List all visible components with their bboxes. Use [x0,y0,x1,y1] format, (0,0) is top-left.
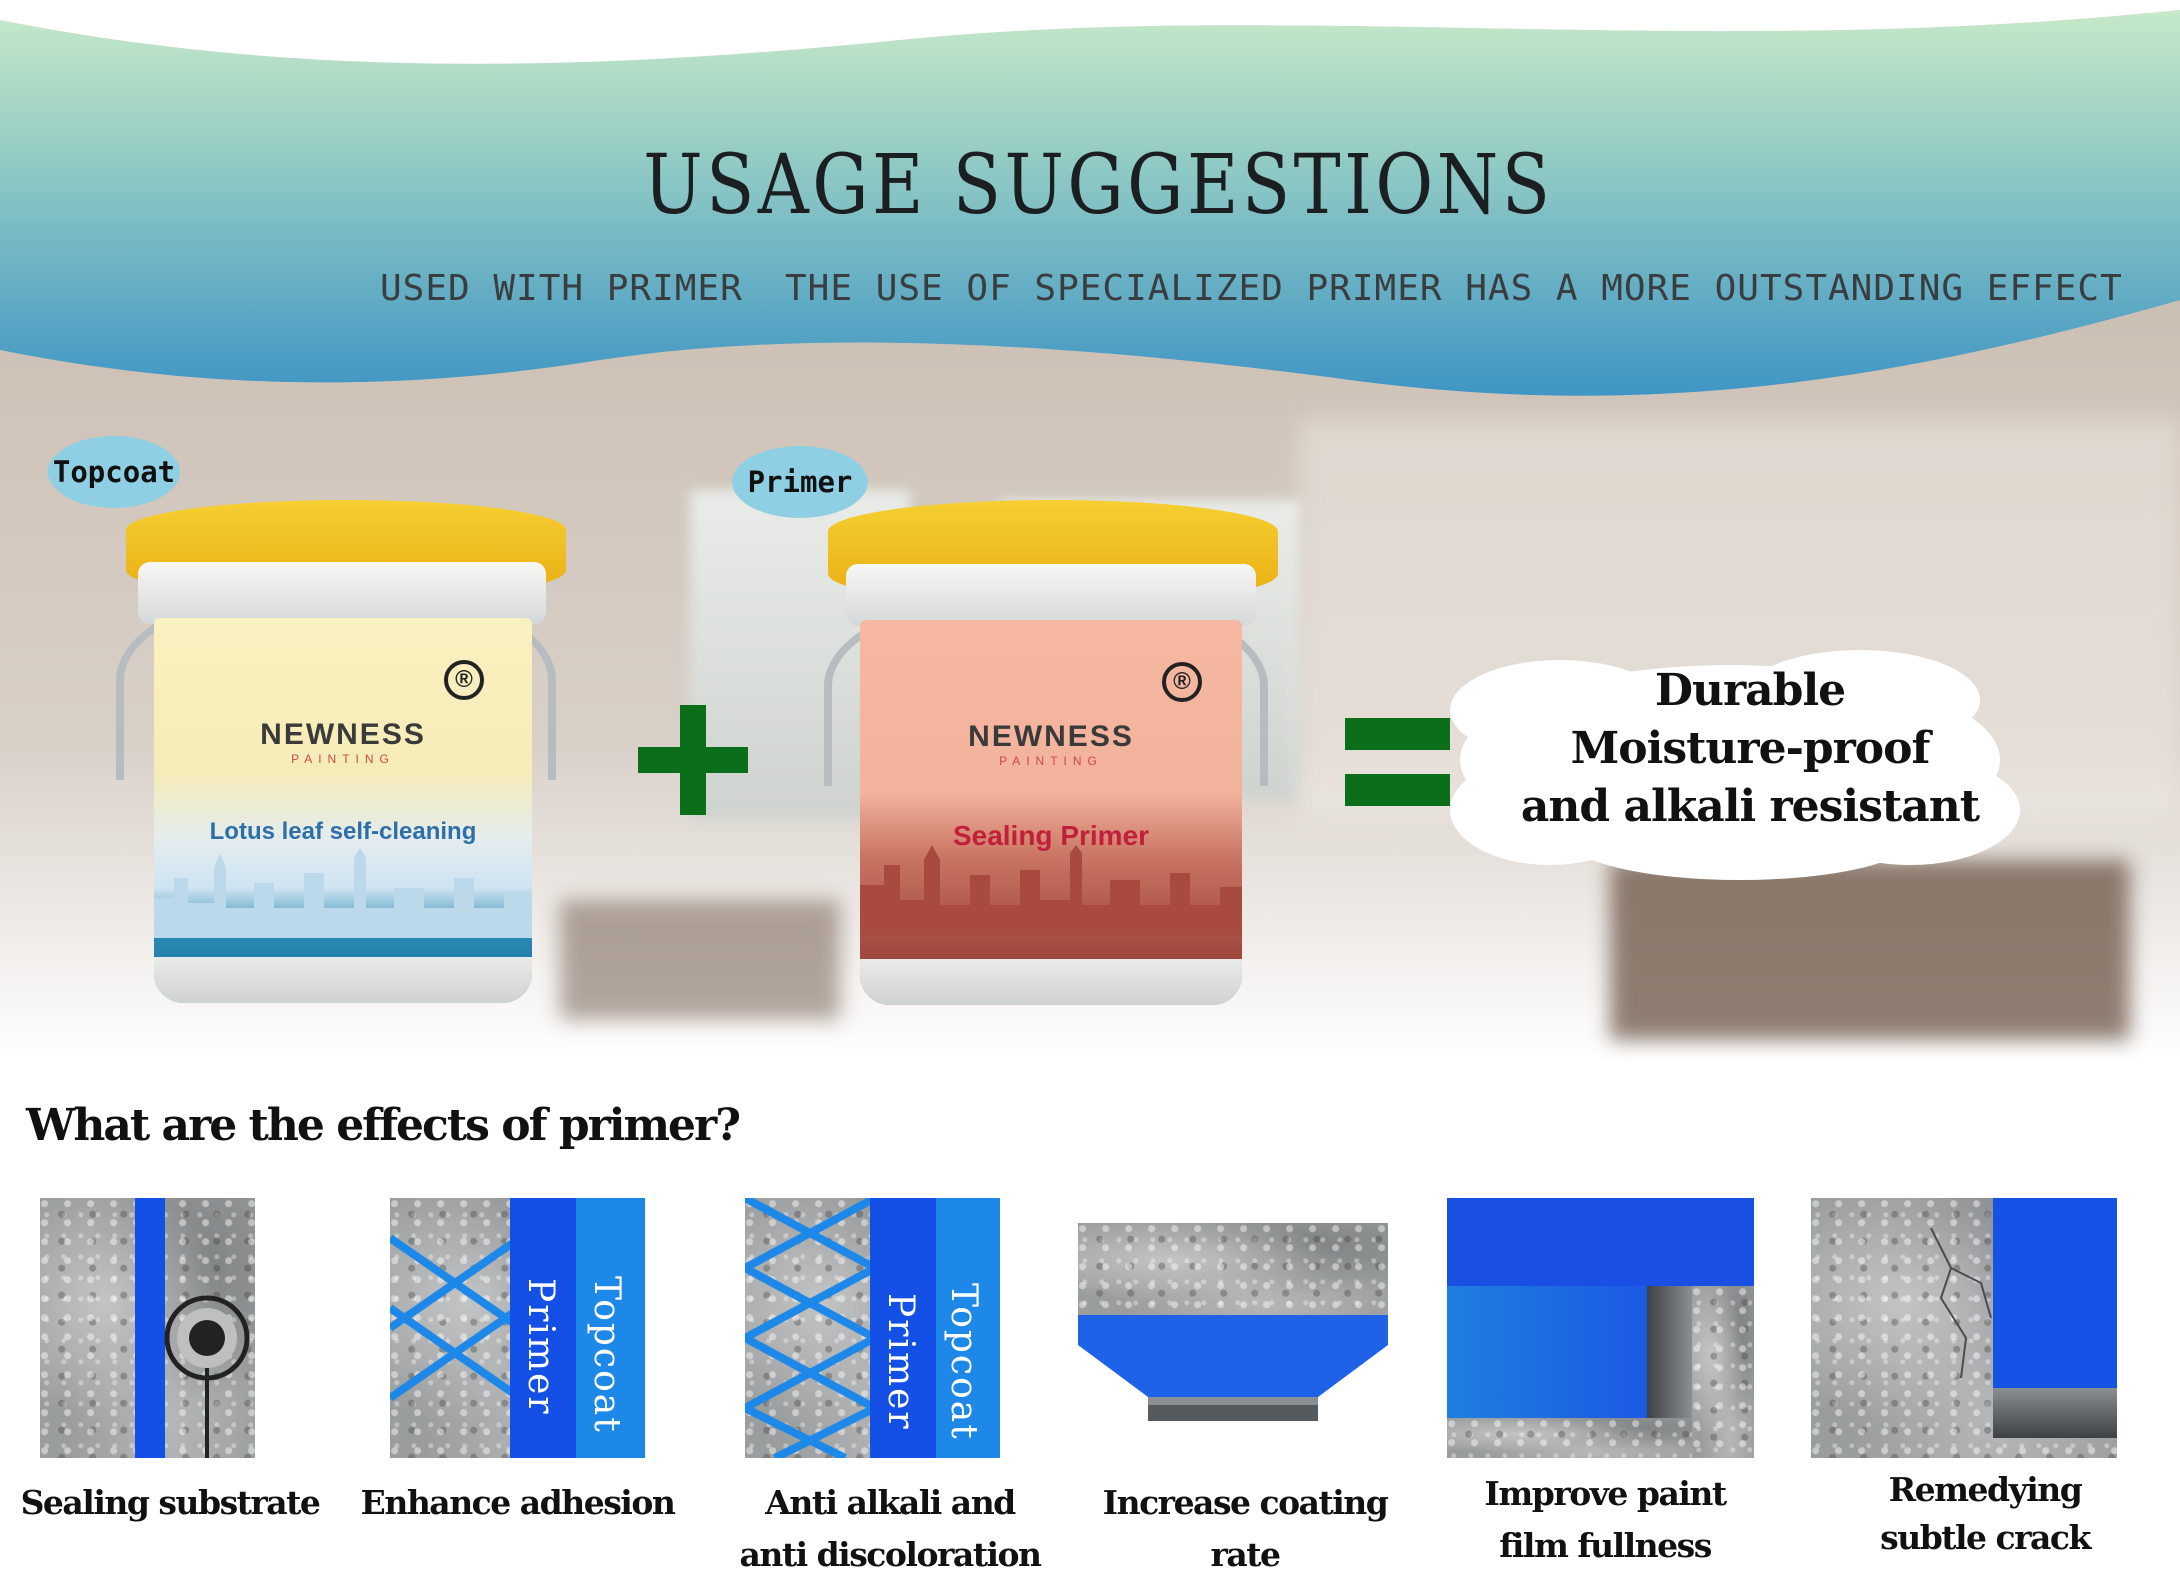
effect-caption-line: Anti alkali and [765,1483,1016,1522]
brand-sub: PAINTING [291,752,395,766]
subtitle-left: USED WITH PRIMER [380,268,743,309]
pore-icon [164,1295,250,1458]
effect-diagram-coating-rate [1078,1198,1388,1458]
effect-diagram-anti-alkali: Primer Topcoat [745,1198,1000,1458]
primer-layer-label: Primer [880,1293,921,1431]
substrate-layer [1447,1418,1692,1458]
topcoat-layer-label: Topcoat [943,1283,984,1441]
primer-fill [1447,1286,1647,1418]
brand-sub: PAINTING [999,754,1103,768]
effect-caption: Improve paint film fullness [1460,1468,1750,1572]
background-table [560,900,840,1020]
brand-logo: NEWNESS [968,720,1134,753]
city-skyline [154,848,532,938]
effect-caption-line: Sealing substrate [20,1483,321,1522]
adhesion-lines [390,1234,520,1402]
primer-tag-label: Primer [747,465,853,499]
city-skyline [860,845,1242,935]
result-line: Durable [1654,665,1846,716]
effect-caption-line: film fullness [1499,1526,1712,1565]
bucket-body: ® NEWNESS PAINTING Lotus leaf self-clean… [154,618,532,1003]
equals-icon-bar [1345,774,1450,806]
effect-caption-line: Remedying [1888,1470,2083,1509]
crack-edge [1647,1286,1692,1418]
result-line: Moisture-proof [1570,723,1931,774]
effect-caption: Enhance adhesion [360,1477,676,1529]
primer-layer [870,1198,936,1458]
wave-banner [0,0,2180,396]
effect-diagram-adhesion: Primer Topcoat [390,1198,645,1458]
primer-layer [135,1198,165,1458]
substrate-layer [1078,1223,1388,1315]
bucket-rim [138,562,546,624]
alkali-lines [745,1198,875,1458]
effect-diagram-fullness [1447,1198,1754,1458]
effects-heading: What are the effects of primer? [26,1100,741,1151]
subtitle-right: THE USE OF SPECIALIZED PRIMER HAS A MORE… [785,268,2123,309]
effect-caption-line: Increase coating rate [1102,1483,1389,1574]
effect-caption-line: anti discoloration [739,1535,1042,1574]
effect-diagram-crack [1811,1198,2117,1458]
effect-caption: Anti alkali and anti discoloration [720,1477,1060,1581]
repair-layer [1993,1198,2117,1388]
plus-icon-bar [638,747,748,773]
product-name: Lotus leaf self-cleaning [209,818,477,845]
crack-fill [1993,1388,2117,1438]
effect-caption-line: subtle crack [1880,1518,2091,1557]
topcoat-layer [1447,1198,1754,1286]
effect-caption: Remedying subtle crack [1835,1466,2135,1562]
coating-funnel [1078,1315,1388,1421]
equals-icon [1345,718,1450,750]
primer-bucket: ® NEWNESS PAINTING Sealing Primer [820,500,1280,1020]
effect-caption: Increase coating rate [1070,1477,1420,1581]
topcoat-layer [936,1198,1000,1458]
brand-logo: NEWNESS [260,718,426,751]
registered-mark: ® [1162,662,1202,702]
bucket-base [860,959,1242,1005]
registered-mark: ® [444,660,484,700]
primer-layer [510,1198,576,1458]
page-title: USAGE SUGGESTIONS [643,138,1554,233]
result-text: Durable Moisture-proof and alkali resist… [1470,662,2030,836]
hero-scene: USAGE SUGGESTIONS USED WITH PRIMER THE U… [0,0,2180,1060]
primer-tag: Primer [732,446,868,518]
primer-layer-label: Primer [520,1278,561,1416]
crack-lines [1930,1228,1992,1378]
background-headboard [1610,860,2130,1040]
topcoat-layer [576,1198,645,1458]
result-cloud [1450,650,2020,880]
topcoat-layer-label: Topcoat [586,1276,627,1434]
effect-caption: Sealing substrate [20,1477,321,1529]
topcoat-tag-label: Topcoat [52,455,176,489]
bucket-rim [846,564,1256,626]
substrate-layer [1692,1286,1754,1458]
result-line: and alkali resistant [1520,781,1980,832]
bucket-body: ® NEWNESS PAINTING Sealing Primer [860,620,1242,1005]
product-name: Sealing Primer [952,820,1150,851]
effect-caption-line: Improve paint [1484,1474,1727,1513]
topcoat-tag: Topcoat [48,436,180,508]
bucket-base [154,957,532,1003]
effect-diagram-sealing [40,1198,255,1458]
topcoat-bucket: ® NEWNESS PAINTING Lotus leaf self-clean… [112,500,566,1010]
effect-caption-line: Enhance adhesion [360,1483,676,1522]
